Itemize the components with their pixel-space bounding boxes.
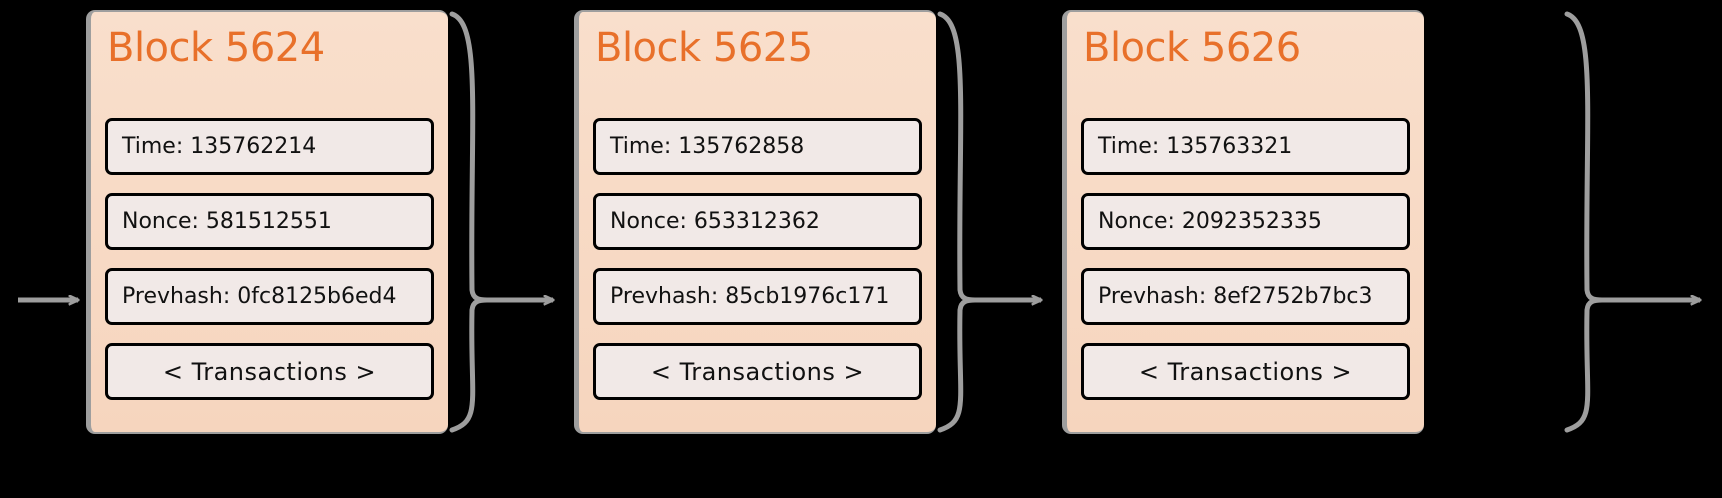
block-transactions-button[interactable]: < Transactions > bbox=[1081, 343, 1410, 400]
block-nonce-field: Nonce: 581512551 bbox=[105, 193, 434, 250]
block-card-2[interactable]: Block 5625 Time: 135762858 Nonce: 653312… bbox=[574, 10, 936, 434]
block-time-field: Time: 135762214 bbox=[105, 118, 434, 175]
block-title: Block 5624 bbox=[107, 25, 325, 71]
block-time-field: Time: 135763321 bbox=[1081, 118, 1410, 175]
brace-connector-block-1-to-block-2 bbox=[449, 11, 553, 433]
block-card-3[interactable]: Block 5626 Time: 135763321 Nonce: 209235… bbox=[1062, 10, 1424, 434]
block-fields: Time: 135762858 Nonce: 653312362 Prevhas… bbox=[593, 118, 922, 400]
block-prevhash-field: Prevhash: 85cb1976c171 bbox=[593, 268, 922, 325]
block-card-1[interactable]: Block 5624 Time: 135762214 Nonce: 581512… bbox=[86, 10, 448, 434]
brace-connector-block-3-outbound bbox=[1564, 11, 1700, 433]
block-fields: Time: 135762214 Nonce: 581512551 Prevhas… bbox=[105, 118, 434, 400]
block-nonce-field: Nonce: 653312362 bbox=[593, 193, 922, 250]
block-fields: Time: 135763321 Nonce: 2092352335 Prevha… bbox=[1081, 118, 1410, 400]
block-title: Block 5625 bbox=[595, 25, 813, 71]
block-title: Block 5626 bbox=[1083, 25, 1301, 71]
block-transactions-button[interactable]: < Transactions > bbox=[593, 343, 922, 400]
block-time-field: Time: 135762858 bbox=[593, 118, 922, 175]
block-prevhash-field: Prevhash: 0fc8125b6ed4 bbox=[105, 268, 434, 325]
brace-connector-block-2-to-block-3 bbox=[937, 11, 1041, 433]
block-prevhash-field: Prevhash: 8ef2752b7bc3 bbox=[1081, 268, 1410, 325]
block-transactions-button[interactable]: < Transactions > bbox=[105, 343, 434, 400]
block-nonce-field: Nonce: 2092352335 bbox=[1081, 193, 1410, 250]
